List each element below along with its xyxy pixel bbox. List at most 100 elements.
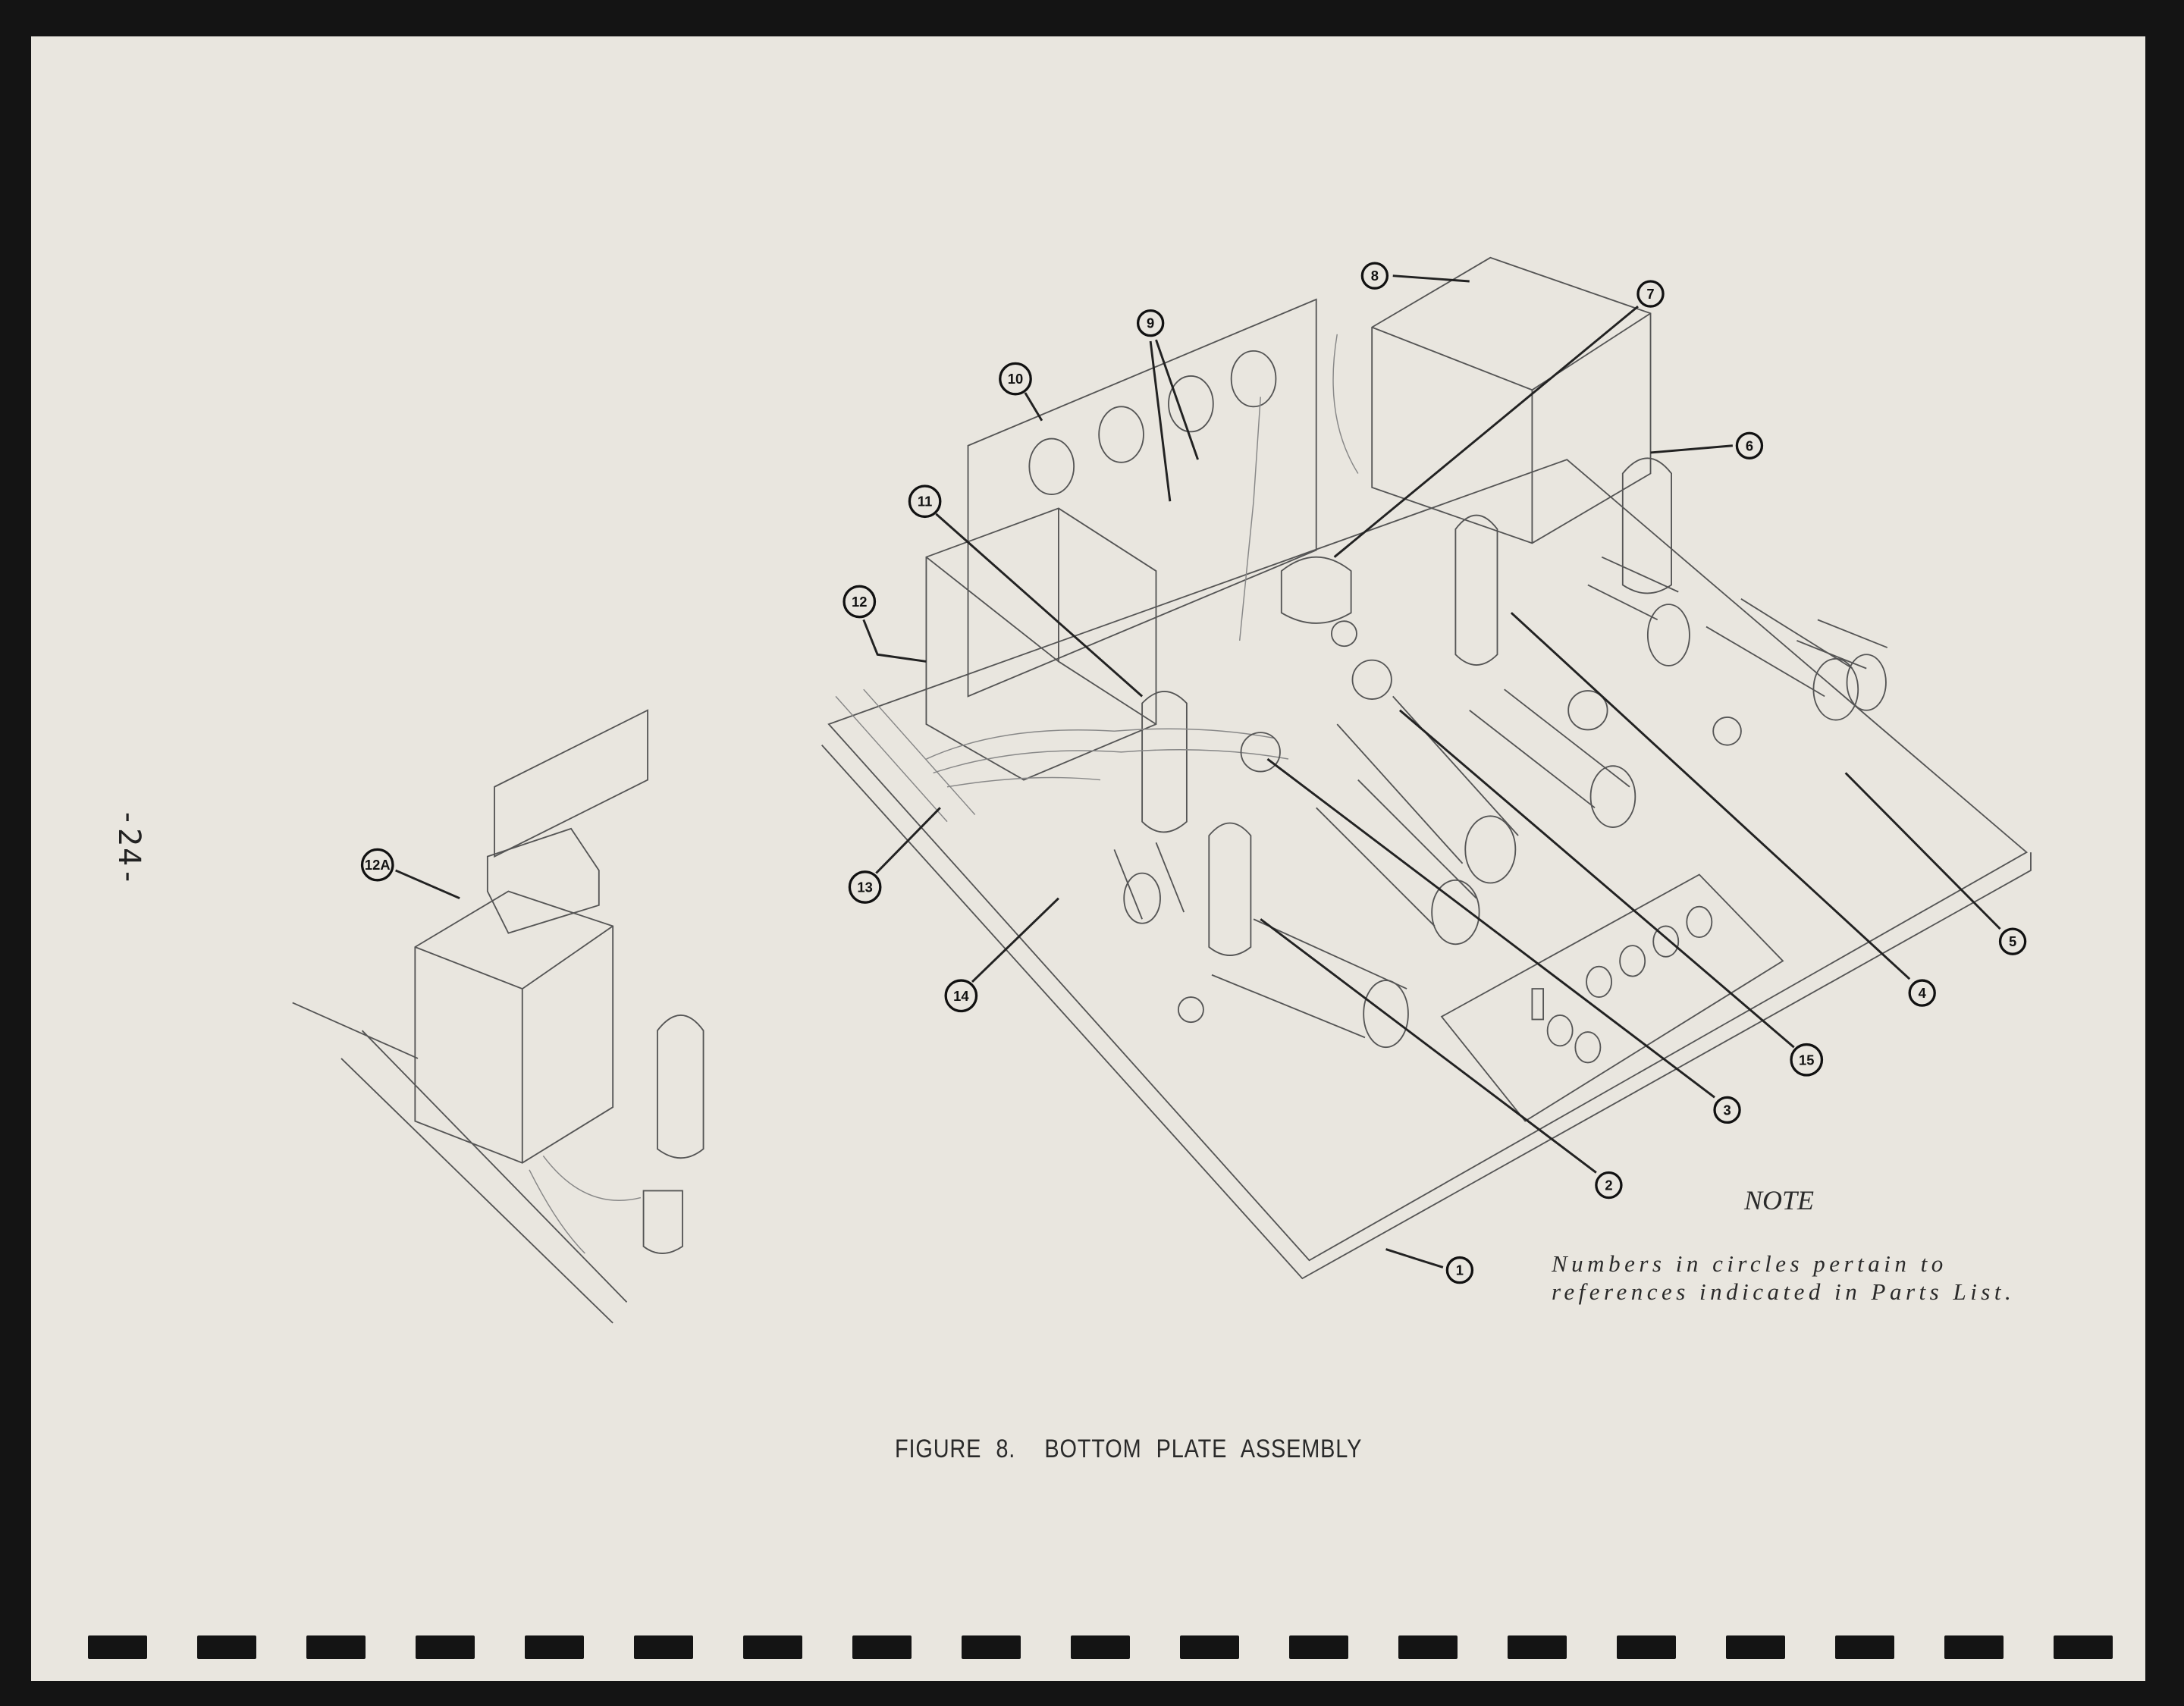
leader-13	[875, 807, 941, 874]
callout-1: 1	[1445, 1256, 1474, 1284]
callout-number: 3	[1723, 1102, 1731, 1118]
callout-8: 8	[1360, 262, 1389, 290]
callout-circle	[908, 485, 942, 519]
inset-capacitor	[642, 1190, 683, 1254]
note-title: NOTE	[1744, 1185, 1815, 1215]
leader-1	[1385, 1248, 1444, 1269]
leader-8	[1392, 274, 1470, 283]
callout-number: 13	[857, 880, 872, 895]
front-knob-panel	[967, 298, 1317, 698]
perforation-hole	[634, 1635, 693, 1659]
callout-number: 6	[1746, 437, 1753, 453]
perforation-hole	[1508, 1635, 1567, 1659]
perforation-hole	[743, 1635, 802, 1659]
callout-circle	[1636, 280, 1665, 308]
callout-circle	[1908, 979, 1936, 1007]
callout-number: 9	[1147, 315, 1154, 331]
output-transformer	[925, 507, 1157, 781]
callout-circle	[1360, 262, 1389, 290]
wiring-harness	[835, 334, 1359, 823]
leader-10	[1024, 392, 1043, 422]
callout-circle	[1790, 1043, 1824, 1077]
perforation-hole	[416, 1635, 475, 1659]
callout-number: 14	[953, 988, 969, 1004]
perforation-hole	[1071, 1635, 1130, 1659]
leader-11	[935, 513, 1144, 698]
callout-number: 12	[852, 594, 867, 610]
perforation-hole	[1617, 1635, 1676, 1659]
callout-5: 5	[1998, 927, 2027, 955]
perforation-hole	[2054, 1635, 2113, 1659]
note-body: Numbers in circles pertain to references…	[1552, 1250, 2016, 1305]
perforation-hole	[852, 1635, 912, 1659]
leader-14	[971, 897, 1059, 983]
callout-circle	[1445, 1256, 1474, 1284]
callout-12: 12	[843, 585, 877, 619]
power-transformer-box	[1371, 256, 1652, 544]
callout-9: 9	[1136, 309, 1165, 337]
leader-15	[1398, 709, 1795, 1049]
callout-number: 10	[1008, 371, 1023, 387]
callout-6: 6	[1735, 431, 1764, 459]
inset-assembly-drawing	[292, 709, 704, 1324]
callout-3: 3	[1713, 1096, 1741, 1124]
callout-circle	[1735, 431, 1764, 459]
callout-number: 5	[2009, 933, 2016, 949]
vacuum-tubes	[1141, 457, 1672, 956]
callout-circle	[843, 585, 877, 619]
callout-circle	[360, 848, 394, 882]
control-panel-cutout	[1440, 873, 1784, 1122]
callout-circle	[848, 870, 882, 904]
leader-5	[1844, 772, 2001, 930]
leader-12A	[395, 869, 460, 900]
callouts	[395, 274, 2001, 1269]
callout-number: 2	[1605, 1178, 1612, 1193]
perforation-hole	[1180, 1635, 1239, 1659]
callout-circle	[1136, 309, 1165, 337]
callout-12a: 12A	[360, 848, 394, 882]
perforation-hole	[1726, 1635, 1785, 1659]
callout-circle	[999, 362, 1032, 396]
callout-number: 8	[1371, 268, 1379, 284]
perforation-hole	[197, 1635, 256, 1659]
tube-sockets	[1177, 620, 1742, 1024]
callout-10: 10	[999, 362, 1032, 396]
panel-holes	[1531, 905, 1713, 1064]
callout-circle	[1998, 927, 2027, 955]
inset-panel	[494, 709, 648, 858]
perforation-hole	[1289, 1635, 1348, 1659]
callout-circle	[1595, 1171, 1623, 1200]
bottom-plate	[827, 459, 2029, 1262]
leader-2	[1260, 918, 1597, 1174]
callout-circle	[1713, 1096, 1741, 1124]
inset-cap	[486, 827, 600, 934]
leader-6	[1650, 444, 1734, 454]
inset-tube	[657, 1015, 704, 1159]
perforation-hole	[306, 1635, 366, 1659]
inset-transformer-box	[414, 890, 614, 1164]
callout-number: 4	[1919, 985, 1927, 1001]
callout-number: 15	[1799, 1052, 1814, 1068]
leader-4	[1510, 612, 1911, 980]
perforation-hole	[1398, 1635, 1458, 1659]
perforation-hole	[88, 1635, 147, 1659]
knobs	[1028, 350, 1277, 495]
callout-15: 15	[1790, 1043, 1824, 1077]
callout-number: 12A	[365, 857, 391, 873]
leader-12	[862, 619, 927, 663]
perforation-hole	[525, 1635, 584, 1659]
callout-circle	[944, 979, 978, 1013]
figure-caption: FIGURE 8. BOTTOM PLATE ASSEMBLY	[895, 1435, 1363, 1463]
leader-3	[1266, 757, 1715, 1099]
perforation-hole	[1944, 1635, 2004, 1659]
callout-number: 1	[1456, 1262, 1464, 1278]
callout-14: 14	[944, 979, 978, 1013]
capacitors	[1113, 556, 1888, 1049]
perforation-hole	[962, 1635, 1021, 1659]
callout-13: 13	[848, 870, 882, 904]
callout-number: 7	[1646, 286, 1654, 302]
callout-2: 2	[1595, 1171, 1623, 1200]
inset-plate-edge	[292, 1002, 628, 1324]
main-assembly-drawing	[821, 256, 2032, 1280]
